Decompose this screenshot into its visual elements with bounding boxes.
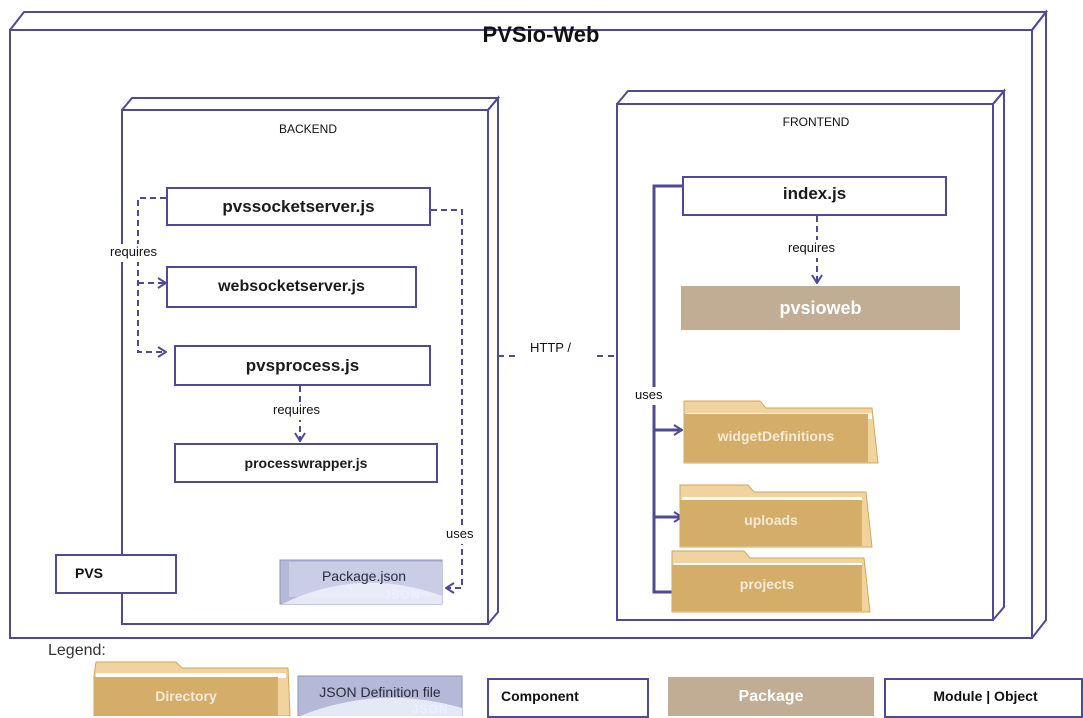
folder-uploads-icon — [679, 484, 873, 548]
legend-component-label: Component — [501, 688, 579, 704]
legend-directory-folder-icon — [93, 661, 291, 716]
backend-label: BACKEND — [278, 122, 337, 136]
requires-label-backend-2: requires — [273, 402, 329, 420]
requires-label-frontend: requires — [788, 240, 842, 258]
processwrapper-component: processwrapper.js — [174, 443, 438, 483]
folder-widgetdefinitions-label: widgetDefinitions — [717, 428, 835, 444]
diagram-title: PVSio-Web — [482, 22, 600, 47]
uses-label-backend: uses — [446, 526, 476, 544]
requires-label-backend-1: requires — [110, 244, 166, 262]
folder-uploads-label: uploads — [744, 512, 798, 528]
folder-projects-label: projects — [739, 576, 795, 592]
http-connector-label: HTTP / — [530, 340, 571, 355]
legend-module-label: Module | Object — [933, 688, 1038, 704]
legend-json-file-icon — [297, 675, 463, 716]
folder-widgetdefinitions-icon — [683, 400, 879, 464]
legend-title: Legend: — [48, 642, 106, 659]
frontend-node-frame — [616, 88, 1007, 621]
pvsioweb-package: pvsioweb — [681, 286, 960, 330]
legend-module-box: Module | Object — [884, 678, 1083, 718]
pvssocketserver-component: pvssocketserver.js — [166, 187, 431, 226]
index-js-component: index.js — [682, 176, 947, 216]
pvs-component: PVS — [55, 554, 177, 594]
legend-json-tag: JSON — [412, 702, 449, 716]
pvsio-web-node-frame — [9, 9, 1049, 639]
uses-label-frontend: uses — [635, 387, 665, 405]
legend-directory-label: Directory — [155, 688, 217, 704]
uses-edge-package-json — [431, 209, 463, 588]
folder-projects-icon — [671, 550, 871, 613]
legend-component-box: Component — [487, 678, 649, 718]
websocketserver-component: websocketserver.js — [166, 266, 417, 308]
package-json-label: Package.json — [321, 568, 407, 584]
http-connector-box: HTTP / — [516, 336, 596, 378]
package-json-file-icon — [279, 559, 443, 605]
legend-json-label: JSON Definition file — [319, 684, 441, 700]
package-json-tag: JSON — [384, 588, 421, 602]
pvsprocess-component: pvsprocess.js — [174, 345, 431, 386]
legend-package-box: Package — [668, 677, 874, 716]
pvs-component-label: PVS — [75, 565, 104, 581]
frontend-label: FRONTEND — [782, 115, 850, 129]
requires-edge-pvsprocess — [137, 197, 166, 352]
